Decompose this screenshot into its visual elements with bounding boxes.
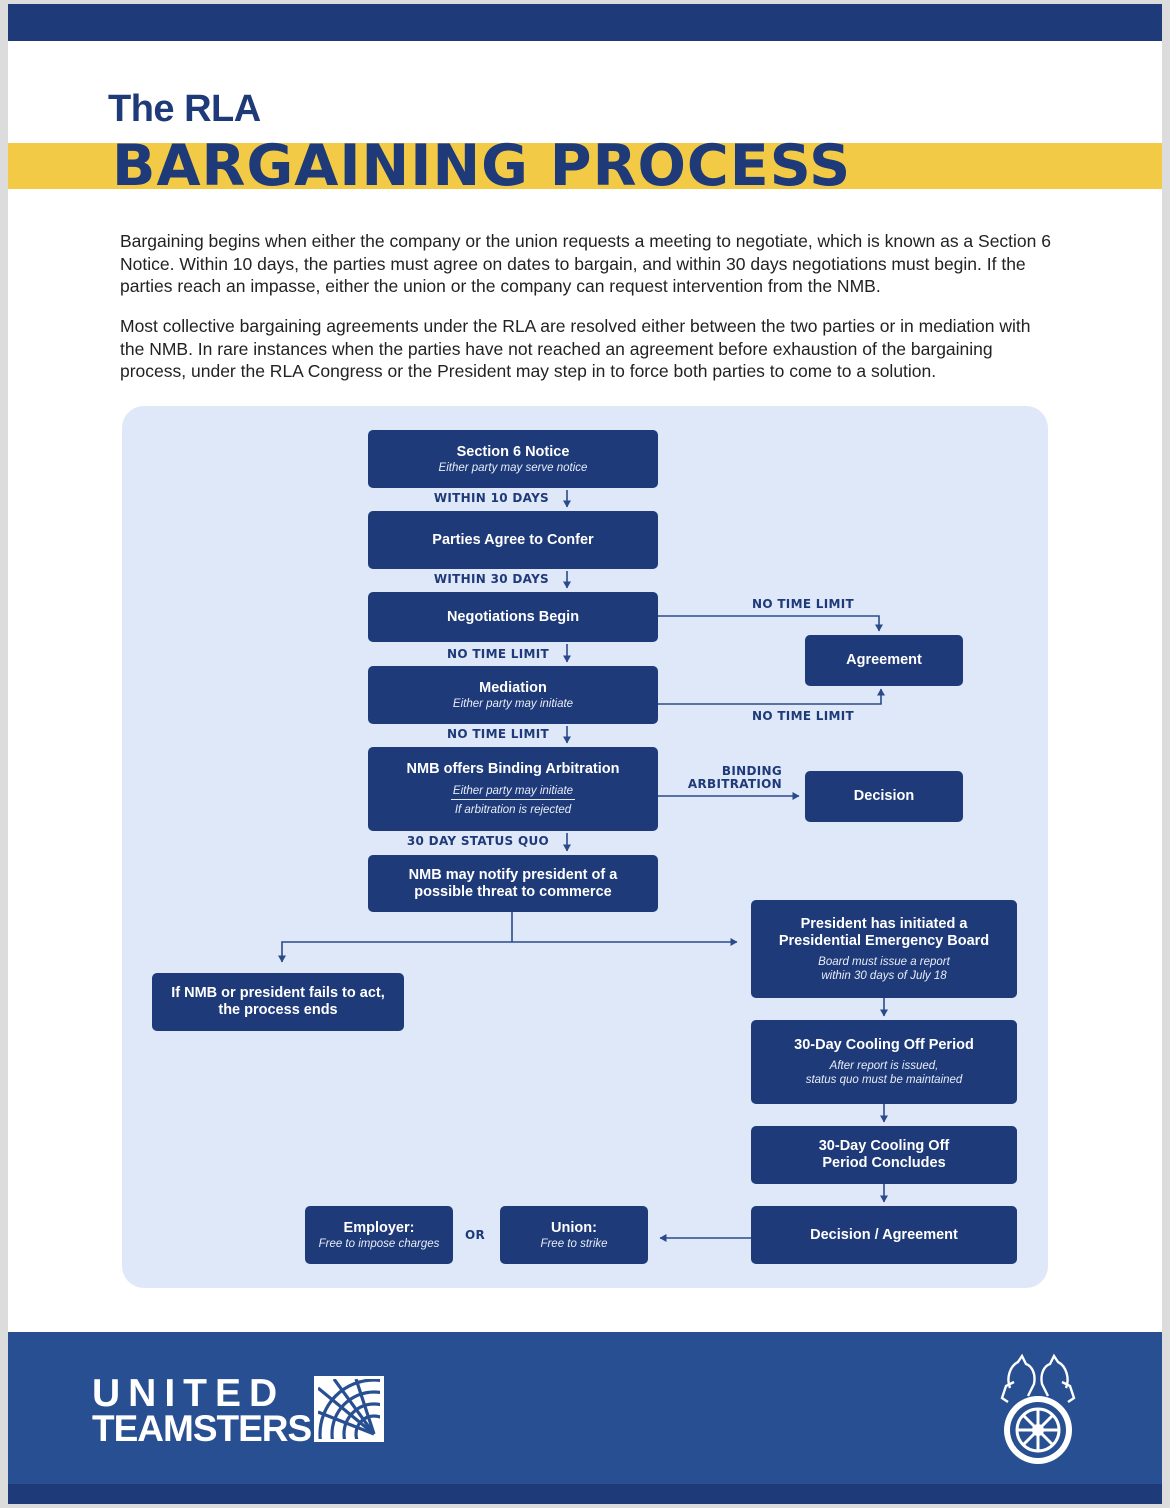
- box-title: Section 6 Notice: [456, 443, 570, 460]
- box-subtitle: Free to strike: [540, 1237, 608, 1250]
- box-line-1: President has initiated a: [800, 915, 968, 932]
- emergency-board-box: President has initiated a Presidential E…: [751, 900, 1017, 998]
- cooling-off-concludes-box: 30-Day Cooling Off Period Concludes: [751, 1126, 1017, 1184]
- label-within-10-days: WITHIN 10 DAYS: [433, 491, 549, 505]
- decision-box: Decision: [805, 771, 963, 822]
- box-title: NMB offers Binding Arbitration: [406, 761, 620, 777]
- box-line-1: 30-Day Cooling Off: [818, 1138, 950, 1154]
- nmb-notify-president-box: NMB may notify president of a possible t…: [368, 855, 658, 912]
- box-line-1: If NMB or president fails to act,: [171, 985, 385, 1001]
- intro-paragraph-1: Bargaining begins when either the compan…: [120, 231, 1051, 296]
- label-arbitration: ARBITRATION: [687, 777, 782, 791]
- arrow-mediation-to-agreement: [658, 688, 885, 705]
- teamsters-emblem-icon: [1000, 1353, 1076, 1464]
- box-title: 30-Day Cooling Off Period: [794, 1037, 974, 1053]
- decision-agreement-box: Decision / Agreement: [751, 1206, 1017, 1264]
- employer-box: Employer: Free to impose charges: [305, 1206, 453, 1264]
- mediation-box: Mediation Either party may initiate: [368, 666, 658, 724]
- cooling-off-period-box: 30-Day Cooling Off Period After report i…: [751, 1020, 1017, 1104]
- label-no-time-limit: NO TIME LIMIT: [447, 647, 549, 661]
- label-status-quo: 30 DAY STATUS QUO: [406, 834, 549, 848]
- box-title: Parties Agree to Confer: [432, 531, 594, 548]
- logo-teamsters: TEAMSTERS: [92, 1408, 312, 1449]
- flow-connectors: [278, 490, 888, 1242]
- footer-edge: [8, 1484, 1162, 1504]
- document-page: The RLA BARGAINING PROCESS Bargaining be…: [8, 4, 1162, 1504]
- negotiations-begin-box: Negotiations Begin: [368, 592, 658, 642]
- box-subtitle-1: Either party may initiate: [450, 784, 576, 800]
- box-title: Decision: [853, 788, 915, 804]
- label-no-time-limit-right: NO TIME LIMIT: [752, 597, 854, 611]
- footer-band: [8, 1332, 1162, 1504]
- box-subtitle-1: Board must issue a report: [818, 955, 950, 968]
- label-no-time-limit-right: NO TIME LIMIT: [752, 709, 854, 723]
- box-title: Agreement: [846, 652, 922, 668]
- intro-paragraph-2: Most collective bargaining agreements un…: [120, 316, 1031, 381]
- title-stripe: [8, 143, 1162, 189]
- box-title: Mediation: [479, 679, 547, 696]
- agreement-box: Agreement: [805, 635, 963, 686]
- box-line-2: Presidential Emergency Board: [778, 932, 990, 949]
- logo-united: UNITED: [92, 1372, 286, 1415]
- label-binding: BINDING: [721, 764, 782, 778]
- box-line-2: possible threat to commerce: [414, 883, 612, 900]
- globe-icon: [314, 1376, 384, 1442]
- box-subtitle-2: status quo must be maintained: [805, 1074, 963, 1086]
- box-title: Negotiations Begin: [446, 608, 580, 625]
- binding-arbitration-box: NMB offers Binding Arbitration Either pa…: [368, 747, 658, 831]
- union-box: Union: Free to strike: [500, 1206, 648, 1264]
- box-line-1: NMB may notify president of a: [408, 866, 618, 883]
- page-title: BARGAINING PROCESS: [112, 133, 852, 199]
- label-no-time-limit: NO TIME LIMIT: [447, 727, 549, 741]
- arrow-branch-to-process-ends: [278, 941, 512, 963]
- arrow-negotiations-to-agreement: [658, 615, 883, 632]
- box-title: Decision / Agreement: [810, 1226, 958, 1243]
- process-ends-box: If NMB or president fails to act, the pr…: [152, 973, 404, 1031]
- box-title: Employer:: [343, 1219, 415, 1236]
- box-subtitle-1: After report is issued,: [829, 1060, 939, 1072]
- box-title: Union:: [551, 1219, 597, 1236]
- label-within-30-days: WITHIN 30 DAYS: [433, 572, 549, 586]
- box-subtitle-2: within 30 days of July 18: [821, 969, 947, 982]
- box-subtitle: Either party may initiate: [452, 697, 574, 710]
- box-line-2: the process ends: [218, 1002, 338, 1018]
- top-band: [8, 4, 1162, 41]
- pre-title: The RLA: [108, 88, 261, 130]
- label-or: OR: [465, 1228, 486, 1242]
- section-6-notice-box: Section 6 Notice Either party may serve …: [368, 430, 658, 488]
- box-subtitle-2: If arbitration is rejected: [454, 804, 572, 816]
- parties-agree-to-confer-box: Parties Agree to Confer: [368, 511, 658, 569]
- box-subtitle: Either party may serve notice: [438, 461, 588, 474]
- box-subtitle: Free to impose charges: [318, 1237, 440, 1250]
- box-line-2: Period Concludes: [822, 1155, 946, 1171]
